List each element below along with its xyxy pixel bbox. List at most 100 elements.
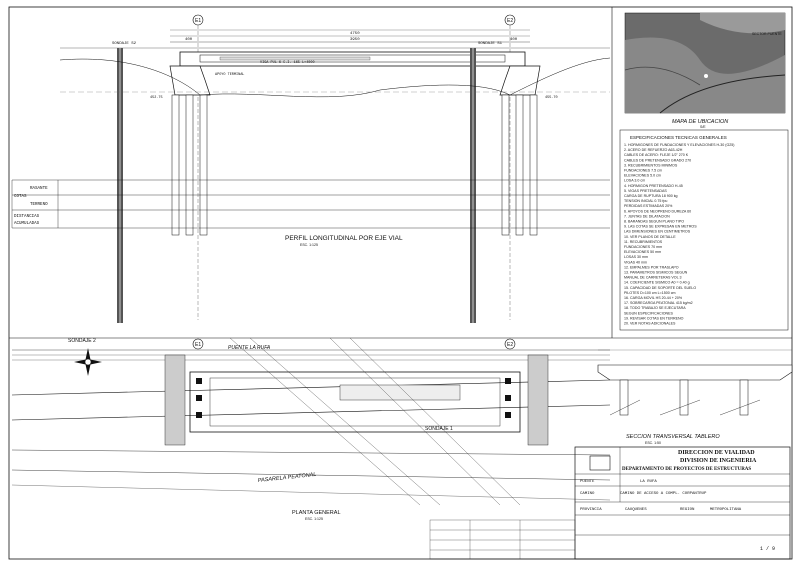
profile-table: RASANTE COTAS TERRENO DISTANCIAS ACUMULA…	[11, 179, 610, 229]
spec-line: 18. TODO TRABAJO SE EJECUTARA	[624, 306, 686, 310]
specs-list: 1. HORMIGONES DE FUNDACIONES Y ELEVACION…	[624, 143, 734, 326]
spec-line: CABLES DE ACERO: FLEJE 1/2" 270 K	[624, 153, 689, 157]
plan-scale: ESC. 1:125	[305, 517, 323, 521]
spec-line: PILOTES D=100 cm L=1500 cm	[624, 291, 676, 295]
plan-axis-left	[192, 338, 204, 350]
plan-title: PLANTA GENERAL	[292, 510, 341, 516]
region-label: REGION	[680, 508, 695, 512]
spec-line: 19. REVISAR COTAS EN TERRENO	[624, 316, 684, 320]
profile-scale: ESC. 1:125	[300, 243, 318, 247]
spec-line: 2. ACERO DE REFUERZO A63-42H	[624, 148, 683, 152]
spec-line: 4. HORMIGON PRETENSADO H-45	[624, 184, 683, 188]
spec-line: SEGUN ESPECIFICACIONES	[624, 311, 674, 315]
region-value: METROPOLITANA	[710, 508, 742, 512]
svg-text:E2: E2	[507, 342, 513, 348]
sheet-border	[8, 6, 793, 560]
title-block: DIRECCION DE VIALIDAD DIVISION DE INGENI…	[574, 446, 791, 560]
beam-label: VIGA PUL 6 C.I. 165 L=4000	[260, 61, 315, 65]
spec-line: LAS DIMENSIONES EN CENTIMETROS	[624, 230, 691, 234]
spec-line: 13. PARAMETROS SISMICOS SEGUN	[624, 271, 688, 275]
plan-sondaje-left: SONDAJE 2	[68, 338, 96, 344]
puente-value: LA RUFA	[640, 480, 657, 484]
spec-line: FUNDACIONES 7.5 cm	[624, 169, 662, 173]
abutment-left	[169, 65, 211, 96]
spec-line: LOSA 3.0 cm	[624, 179, 645, 183]
map-scale: S/E	[700, 125, 706, 129]
cota-right: 455.70	[545, 96, 558, 100]
cota-left: 452.75	[150, 96, 163, 100]
spec-line: 9. LAS COTAS SE EXPRESAN EN METROS	[624, 225, 697, 229]
plan-deck	[189, 371, 521, 433]
plan-puente-label: PUENTE LA RUFA	[228, 345, 271, 351]
spec-line: LOSAS 30 mm	[624, 255, 648, 259]
support-label: APOYO TERMINAL	[215, 73, 244, 77]
sondaje-label-right: SONDAJE S1	[478, 42, 503, 46]
spec-line: MANUAL DE CARRETERAS VOL 3	[624, 276, 681, 280]
row-terreno: TERRENO	[30, 203, 48, 207]
revision-table	[429, 519, 576, 560]
section-scale: ESC. 1:50	[645, 441, 661, 445]
pile-group-right	[501, 94, 538, 236]
spec-line: 3. RECUBRIMIENTOS MINIMOS	[624, 163, 678, 167]
north-arrow-icon	[74, 348, 102, 376]
sondaje-column-left	[117, 48, 123, 323]
specs-panel: ESPECIFICACIONES TECNICAS GENERALES 1. H…	[619, 129, 789, 331]
pasarela-label: PASARELA PEATONAL	[258, 472, 317, 484]
spec-line: 6. APOYOS DE NEOPRENO DUREZA 60	[624, 209, 691, 213]
spec-line: 14. COEFICIENTE SISMICO A0 = 0.40 g	[624, 281, 690, 285]
puente-label: PUENTE	[580, 480, 595, 484]
svg-text:E1: E1	[195, 342, 201, 348]
profile-view: 3950 400 400 4750 E1 E2 VIGA PUL 6 C.I. …	[11, 14, 611, 323]
profile-title: PERFIL LONGITUDINAL POR EJE VIAL	[285, 235, 403, 242]
title-line2: DIVISION DE INGENIERIA	[680, 458, 757, 464]
row-cotas: COTAS	[14, 195, 27, 199]
camino-value: CAMINO DE ACCESO A COMPL. CORPANTRUP	[620, 492, 707, 496]
spec-line: CABLES DE PRETENSADO GRADO 270	[624, 158, 691, 162]
svg-text:E1: E1	[195, 18, 201, 24]
spec-line: 15. CAPACIDAD DE SOPORTE DEL SUELO	[624, 286, 696, 290]
dim-right: 400	[510, 38, 518, 42]
spec-line: 7. JUNTAS DE DILATACION	[624, 214, 670, 218]
spec-line: 16. CARGA MOVIL HS 20-44 + 20%	[624, 296, 683, 300]
dim-left: 400	[185, 38, 193, 42]
plan-sondaje-right: SONDAJE 1	[425, 426, 453, 432]
map-title: MAPA DE UBICACION	[672, 119, 728, 125]
spec-line: 10. VER PLANOS DE DETALLE	[624, 235, 676, 239]
title-line1: DIRECCION DE VIALIDAD	[678, 450, 755, 456]
title-line3: DEPARTAMENTO DE PROYECTOS DE ESTRUCTURAS	[622, 467, 751, 472]
pile-group-left	[171, 94, 208, 236]
sondaje-label-left: SONDAJE S2	[112, 42, 137, 46]
svg-text:E2: E2	[507, 18, 513, 24]
row-acumuladas: ACUMULADAS	[14, 222, 40, 226]
section-title: SECCION TRANSVERSAL TABLERO	[626, 434, 720, 440]
camino-label: CAMINO	[580, 492, 595, 496]
dim-total: 4750	[350, 32, 360, 36]
terrain-line	[59, 57, 611, 98]
spec-line: 5. VIGAS PRETENSADAS	[624, 189, 667, 193]
cross-section: SECCION TRANSVERSAL TABLERO ESC. 1:50	[597, 349, 793, 445]
spec-line: FUNDACIONES 70 mm	[624, 245, 662, 249]
spec-line: PERDIDAS ESTIMADAS 20%	[624, 204, 673, 208]
location-map: SECTOR PUENTE MAPA DE UBICACION S/E	[624, 12, 786, 129]
spec-line: 12. EMPALMES POR TRASLAPO	[624, 265, 679, 269]
sondaje-column-right	[470, 48, 476, 323]
abutment-right	[499, 65, 541, 96]
spec-line: 17. SOBRECARGA PEATONAL 415 kg/m2	[624, 301, 693, 305]
plan-view: E1 E2 SONDAJE 2 SONDAJE 1	[11, 337, 611, 521]
dim-top: 3950	[350, 38, 360, 42]
logo-icon	[589, 455, 611, 471]
specs-title: ESPECIFICACIONES TECNICAS GENERALES	[630, 135, 727, 140]
spec-line: ELEVACIONES 50 mm	[624, 250, 661, 254]
row-distancias: DISTANCIAS	[14, 215, 40, 219]
spec-line: 11. RECUBRIMIENTOS	[624, 240, 663, 244]
spec-line: 20. VER NOTAS ADICIONALES	[624, 322, 676, 326]
provincia-value: CAUQUENES	[625, 508, 647, 512]
plan-piles	[196, 378, 511, 418]
spec-line: 8. BARANDAS SEGUN PLANO TIPO	[624, 220, 684, 224]
spec-line: ELEVACIONES 5.0 cm	[624, 174, 661, 178]
spec-line: CARGA DE RUPTURA 18 900 kg	[624, 194, 678, 198]
map-sector-label: SECTOR PUENTE	[752, 32, 782, 36]
provincia-label: PROVINCIA	[580, 508, 602, 512]
